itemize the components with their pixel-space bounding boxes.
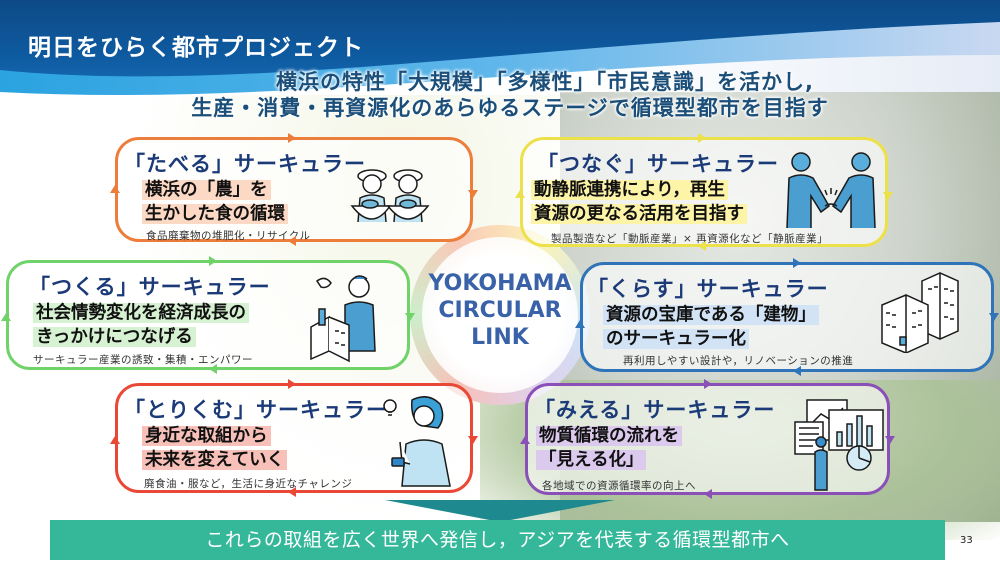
flow-arrow-icon <box>288 236 296 246</box>
card-mieru: 「みえる」サーキュラー 物質循環の流れを 「見える化」 各地域での資源循環率の向… <box>520 379 895 499</box>
flow-arrow-icon <box>288 133 296 143</box>
center-label-line3: LINK <box>471 325 529 350</box>
card-heading: 「とりくむ」サーキュラー <box>124 398 388 422</box>
flow-arrow-icon <box>989 313 999 321</box>
card-note: 廃食油・服など，生活に身近なチャレンジ <box>144 478 353 490</box>
card-note: 製品製造など「動脈産業」× 再資源化など「静脈産業」 <box>551 233 829 245</box>
card-heading: 「たべる」サーキュラー <box>124 152 366 176</box>
card-taberu: 「たべる」サーキュラー 横浜の「農」を 生かした食の循環 食品廃棄物の堆肥化・リ… <box>110 133 478 246</box>
factory-worker-icon <box>310 275 376 363</box>
flow-arrow-icon <box>698 241 706 251</box>
handshake-icon <box>786 152 876 229</box>
card-note: 再利用しやすい設計や，リノベーションの推進 <box>623 355 854 367</box>
card-lead-line1: 社会情勢変化を経済成長の <box>33 303 249 323</box>
card-heading: 「つなぐ」サーキュラー <box>537 152 779 176</box>
flow-arrow-icon <box>520 436 530 444</box>
subtitle-line-1: 横浜の特性「大規模」「多様性」「市民意識」を活かし, <box>276 70 814 94</box>
card-lead: 身近な取組から 未来を変えていく <box>142 424 288 472</box>
flow-arrow-icon <box>1 313 11 321</box>
page-number: 33 <box>960 535 973 546</box>
buildings-icon <box>881 272 959 353</box>
card-tsukuru: 「つくる」サーキュラー 社会情勢変化を経済成長の きっかけにつなげる サーキュラ… <box>1 256 415 374</box>
flow-arrow-icon <box>405 313 415 321</box>
card-note: 各地域での資源循環率の向上へ <box>542 480 696 492</box>
card-lead: 動静脈連携により，再生 資源の更なる活用を目指す <box>531 178 747 226</box>
card-note: 食品廃棄物の堆肥化・リサイクル <box>146 230 311 242</box>
card-lead-line1: 身近な取組から <box>142 426 271 446</box>
flow-arrow-icon <box>885 436 895 444</box>
flow-arrow-icon <box>793 366 801 376</box>
card-kurasu: 「くらす」サーキュラー 資源の宝庫である「建物」 のサーキュラー化 再利用しやす… <box>575 258 999 376</box>
flow-arrow-icon <box>704 489 712 499</box>
down-arrow-icon <box>385 500 615 522</box>
card-lead: 社会情勢変化を経済成長の きっかけにつなげる <box>33 301 249 349</box>
card-torikumu: 「とりくむ」サーキュラー 身近な取組から 未来を変えていく 廃食油・服など，生活… <box>110 379 478 497</box>
card-lead-line1: 物質循環の流れを <box>536 426 682 446</box>
card-lead-line2: きっかけにつなげる <box>33 327 196 347</box>
center-circle <box>410 225 590 405</box>
farmers-icon <box>350 169 430 223</box>
flow-arrow-icon <box>883 192 893 200</box>
footer-message: これらの取組を広く世界へ発信し，アジアを代表する循環型都市へ <box>50 520 945 560</box>
flow-arrow-icon <box>468 190 478 198</box>
card-lead-line1: 資源の宝庫である「建物」 <box>603 305 819 325</box>
center-label-line1: YOKOHAMA <box>428 271 572 296</box>
card-note: サーキュラー産業の誘致・集積・エンパワー <box>33 354 253 366</box>
card-lead-line2: 生かした食の循環 <box>142 204 288 224</box>
card-tsunagu: 「つなぐ」サーキュラー 動静脈連携により，再生 資源の更なる活用を目指す 製品製… <box>515 133 893 251</box>
card-heading: 「くらす」サーキュラー <box>587 277 829 301</box>
flow-arrow-icon <box>209 256 217 266</box>
card-lead-line2: のサーキュラー化 <box>603 329 749 349</box>
card-lead: 物質循環の流れを 「見える化」 <box>536 424 682 472</box>
subtitle-line-2: 生産・消費・再資源化のあらゆるステージで循環型都市を目指す <box>191 96 829 120</box>
center-label-line2: CIRCULAR <box>438 298 562 323</box>
card-heading: 「みえる」サーキュラー <box>534 398 776 422</box>
flow-arrow-icon <box>110 436 120 444</box>
flow-arrow-icon <box>288 487 296 497</box>
flow-arrow-icon <box>110 185 120 193</box>
flow-arrow-icon <box>209 364 217 374</box>
flow-arrow-icon <box>698 133 706 143</box>
card-lead: 横浜の「農」を 生かした食の循環 <box>142 178 288 226</box>
flow-arrow-icon <box>704 379 712 389</box>
flow-arrow-icon <box>515 190 525 198</box>
flow-arrow-icon <box>288 379 296 389</box>
card-heading: 「つくる」サーキュラー <box>29 275 271 299</box>
flow-arrow-icon <box>793 258 801 268</box>
page-title: 明日をひらく都市プロジェクト <box>28 35 364 61</box>
card-lead-line2: 資源の更なる活用を目指す <box>531 204 747 224</box>
center-label: YOKOHAMA CIRCULAR LINK <box>410 270 590 351</box>
card-lead: 資源の宝庫である「建物」 のサーキュラー化 <box>603 303 819 351</box>
card-lead-line2: 未来を変えていく <box>142 450 288 470</box>
card-lead-line1: 横浜の「農」を <box>142 180 271 200</box>
flow-arrow-icon <box>575 320 585 328</box>
charts-viewer-icon <box>794 399 884 491</box>
card-lead-line1: 動静脈連携により，再生 <box>531 180 728 200</box>
flow-arrow-icon <box>468 436 478 444</box>
card-lead-line2: 「見える化」 <box>536 450 647 470</box>
woman-smartphone-icon <box>383 396 451 487</box>
